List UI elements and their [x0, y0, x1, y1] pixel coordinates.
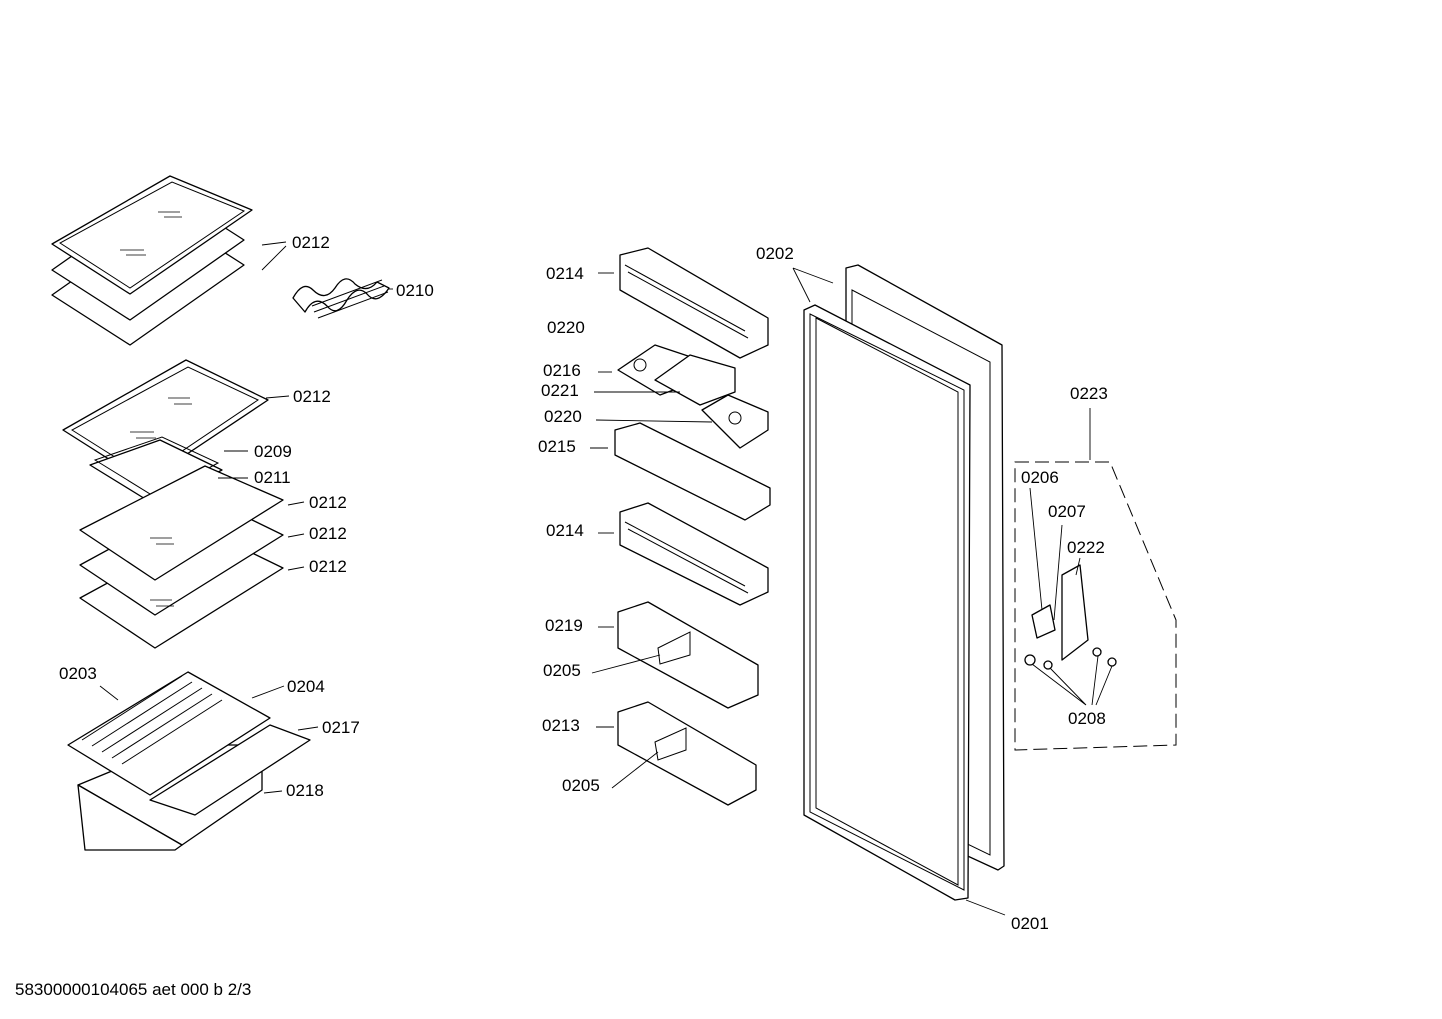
- leader-lines: [99, 241, 1113, 916]
- crisper-assembly: [67, 671, 311, 851]
- label-0221: 0221: [541, 381, 579, 400]
- label-door-seal: 0202: [756, 244, 794, 263]
- shelf-insert: [89, 436, 223, 506]
- label-screws: 0208: [1068, 709, 1106, 728]
- label-shelf-c: 0212: [309, 557, 347, 576]
- label-egg-tray-bottom: 0220: [544, 407, 582, 426]
- label-shelf-b: 0212: [309, 524, 347, 543]
- shelf-stack-top: [51, 175, 253, 346]
- shelf-stack-lower: [79, 465, 284, 649]
- label-shelf-top: 0212: [292, 233, 330, 252]
- label-wine-rack: 0210: [396, 281, 434, 300]
- label-0217: 0217: [322, 718, 360, 737]
- door-bin-0213: [617, 701, 757, 806]
- hinge-parts: [1014, 461, 1177, 751]
- label-0209: 0209: [254, 442, 292, 461]
- label-0218: 0218: [286, 781, 324, 800]
- wine-rack: [292, 278, 390, 319]
- label-bin-middle: 0214: [546, 521, 584, 540]
- label-0203: 0203: [59, 664, 97, 683]
- label-door: 0201: [1011, 914, 1049, 933]
- label-0215: 0215: [538, 437, 576, 456]
- label-0204: 0204: [287, 677, 325, 696]
- label-egg-tray-top: 0220: [547, 318, 585, 337]
- callout-labels: 0212 0210 0212 0209 0211 0212 0212 0212 …: [59, 233, 1108, 933]
- door-bin-0215: [614, 422, 771, 521]
- label-0216: 0216: [543, 361, 581, 380]
- label-divider-b: 0205: [562, 776, 600, 795]
- label-0219: 0219: [545, 616, 583, 635]
- label-0222: 0222: [1067, 538, 1105, 557]
- label-0213: 0213: [542, 716, 580, 735]
- label-divider-a: 0205: [543, 661, 581, 680]
- document-footer-code: 58300000104065 aet 000 b 2/3: [15, 980, 252, 999]
- door-bin-middle: [619, 502, 769, 606]
- label-0211: 0211: [254, 468, 291, 487]
- label-0207: 0207: [1048, 502, 1086, 521]
- label-shelf-a: 0212: [309, 493, 347, 512]
- label-bin-top: 0214: [546, 264, 584, 283]
- label-0206: 0206: [1021, 468, 1059, 487]
- door-bin-top: [619, 247, 769, 359]
- door-gasket: [803, 304, 971, 901]
- egg-tray-assembly: [617, 344, 769, 449]
- label-shelf-mid: 0212: [293, 387, 331, 406]
- door-bin-0219: [617, 601, 759, 709]
- label-hinge-group: 0223: [1070, 384, 1108, 403]
